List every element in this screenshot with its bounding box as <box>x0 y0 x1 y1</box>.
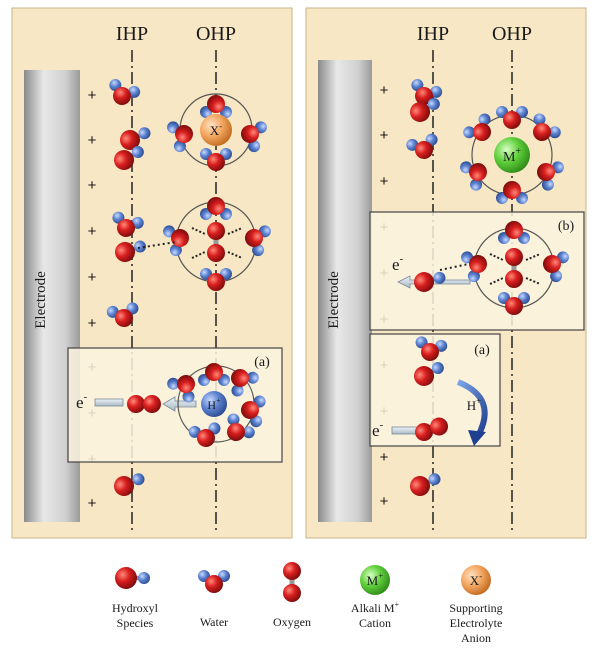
electron-label: e- <box>76 391 88 412</box>
svg-text:M+: M+ <box>503 146 521 165</box>
plus-sign: + <box>380 82 389 99</box>
electron-label: e- <box>372 419 384 440</box>
ihp-label-left: IHP <box>116 23 148 45</box>
svg-text:Alkali M+: Alkali M+ <box>351 600 400 615</box>
plus-sign: + <box>88 177 97 194</box>
svg-text:Anion: Anion <box>461 631 491 645</box>
electrode-label-left: Electrode <box>33 271 49 329</box>
ohp-label-right: OHP <box>492 23 532 45</box>
legend-cation: M+ Alkali M+ Cation <box>351 565 400 630</box>
svg-text:Electrolyte: Electrolyte <box>450 616 503 630</box>
solvated-cation: M+ <box>455 104 569 206</box>
legend-anion: X- Supporting Electrolyte Anion <box>449 565 503 645</box>
legend: Hydroxyl Species Water Oxygen M+ Alkali … <box>112 562 503 645</box>
svg-text:Species: Species <box>117 616 154 630</box>
plus-sign: + <box>380 449 389 466</box>
left-panel: Electrode + + + + + + + + + + IHP OHP <box>11 7 293 539</box>
proton-label: H+ <box>467 396 481 413</box>
svg-text:X-: X- <box>210 121 222 138</box>
ihp-label-right: IHP <box>417 23 449 45</box>
plus-sign: + <box>380 173 389 190</box>
electrode-right: Electrode <box>318 60 372 522</box>
svg-text:Water: Water <box>200 615 228 629</box>
plus-sign: + <box>380 493 389 510</box>
legend-hydroxyl: Hydroxyl Species <box>112 567 159 630</box>
svg-text:X-: X- <box>470 571 482 588</box>
anion-ion <box>200 114 232 146</box>
plus-sign: + <box>88 269 97 286</box>
solvated-oxygen <box>137 195 275 293</box>
electron-label: e- <box>392 253 404 274</box>
plus-sign: + <box>88 315 97 332</box>
legend-oxygen: Oxygen <box>273 562 311 629</box>
svg-text:Supporting: Supporting <box>449 601 502 615</box>
plus-sign: + <box>88 495 97 512</box>
box-a-label-right: (a) <box>474 343 490 358</box>
ohp-label-left: OHP <box>196 23 236 45</box>
box-b: (b) e- <box>369 211 585 331</box>
right-panel: Electrode + + + + + + + + + + IHP OHP <box>305 7 587 539</box>
plus-sign: + <box>88 132 97 149</box>
box-a-label-left: (a) <box>254 355 270 370</box>
svg-text:H+: H+ <box>207 396 221 412</box>
svg-text:Oxygen: Oxygen <box>273 615 311 629</box>
solvated-anion: X- <box>163 93 271 173</box>
plus-sign: + <box>88 87 97 104</box>
box-b-label: (b) <box>558 219 575 234</box>
box-a-right: (a) e- H+ <box>369 333 501 447</box>
electrode-label-right: Electrode <box>326 271 342 329</box>
svg-text:Hydroxyl: Hydroxyl <box>112 601 159 615</box>
cation-ion <box>494 137 530 173</box>
legend-water: Water <box>196 568 232 629</box>
svg-text:Cation: Cation <box>359 616 391 630</box>
plus-sign: + <box>88 223 97 240</box>
svg-text:M+: M+ <box>367 571 384 588</box>
box-a-left: (a) e- H+ <box>67 347 283 463</box>
plus-sign: + <box>380 127 389 144</box>
proton-ion <box>201 391 227 417</box>
